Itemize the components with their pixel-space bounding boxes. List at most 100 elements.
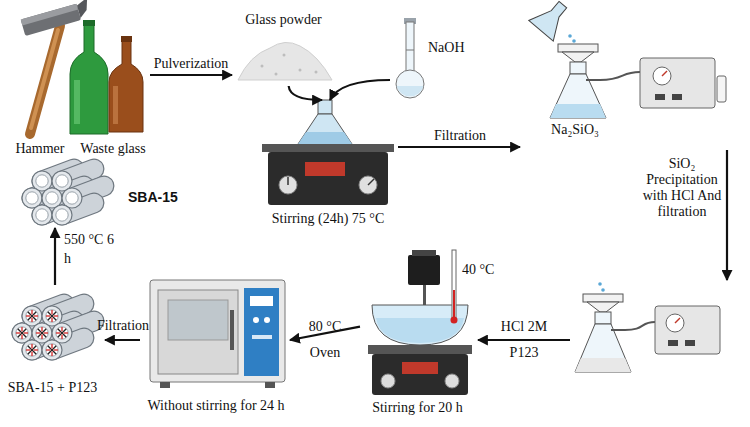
magnetic-stirrer <box>287 177 289 185</box>
process-step: Stirring (24h) 75 °C <box>258 100 398 233</box>
process-step: Na₂SiO₃ <box>520 5 735 150</box>
arrow-label: SiO₂ Precipitation with HCl And filtrati… <box>640 156 724 220</box>
overhead-stirrer <box>376 318 464 343</box>
overhead-stirrer <box>381 374 395 388</box>
hammer-illustration <box>31 30 58 128</box>
flow-arrow <box>726 150 728 280</box>
hammer-illustration <box>76 0 92 18</box>
vacuum-filtration <box>529 0 575 41</box>
overhead-stirrer <box>412 250 436 256</box>
vacuum-filtration <box>675 318 680 323</box>
vacuum-filtration <box>572 39 576 43</box>
volumetric-flask <box>406 22 414 74</box>
overhead-stirrer <box>368 250 472 395</box>
overhead-stirrer <box>453 290 455 318</box>
vacuum-filtration <box>611 322 655 330</box>
waste-bottles <box>109 40 143 132</box>
glass-powder-pile <box>238 42 332 80</box>
overhead-stirrer <box>372 354 468 395</box>
step-label: NaOH <box>428 40 472 56</box>
magnetic-stirrer <box>359 176 377 194</box>
process-step: Without stirring for 24 h <box>140 270 290 420</box>
arrow-label: Pulverization <box>146 56 236 72</box>
vacuum-filtration <box>595 312 611 324</box>
waste-bottles <box>113 86 118 124</box>
vacuum-filtration <box>668 340 678 346</box>
drying-oven <box>244 288 279 376</box>
flow-arrow <box>54 228 56 285</box>
sba15-tubes <box>52 205 72 225</box>
magnetic-stirrer <box>318 100 332 114</box>
waste-bottles <box>70 20 143 134</box>
process-step: SBA-15 + P123 <box>0 285 105 395</box>
vacuum-filtration <box>653 67 671 85</box>
sba15-p123-tubes <box>22 340 42 360</box>
overhead-stirrer <box>452 250 456 318</box>
volumetric-flask <box>396 18 424 98</box>
vacuum-filtration <box>529 0 575 41</box>
vacuum-filtration <box>666 314 684 332</box>
glass-powder-pile <box>275 73 278 76</box>
step-label: Without stirring for 24 h <box>132 398 300 414</box>
drying-oven <box>264 317 270 323</box>
sba15-p123-tubes <box>42 340 62 360</box>
volumetric-flask <box>397 86 424 96</box>
flow-arrow <box>105 339 140 341</box>
vacuum-filtration <box>583 294 623 302</box>
process-step: NaOH <box>390 15 470 100</box>
magnetic-stirrer <box>268 152 388 205</box>
hammer-illustration <box>20 0 93 36</box>
vacuum-filtration <box>570 62 586 74</box>
step-label: Hammer <box>8 141 72 157</box>
overhead-stirrer <box>368 345 472 354</box>
vacuum-filtration <box>575 358 631 372</box>
process-step: 40 °CStirring for 20 h <box>360 245 478 420</box>
vacuum-filtration <box>685 340 695 346</box>
sba15-p123-tubes <box>12 304 94 360</box>
drying-oven <box>265 382 275 388</box>
process-step: Glass powder <box>232 8 335 86</box>
magnetic-stirrer <box>368 179 374 185</box>
sba15-tubes <box>22 169 104 225</box>
drying-oven <box>252 335 272 339</box>
glass-powder-pile <box>238 42 332 80</box>
drying-oven <box>150 280 285 382</box>
magnetic-stirrer <box>279 176 297 194</box>
vacuum-filtration <box>575 282 720 372</box>
step-label: Na₂SiO₃ <box>540 122 610 138</box>
overhead-stirrer <box>408 255 440 285</box>
glass-powder-pile <box>283 54 286 57</box>
flow-arrow <box>150 74 232 76</box>
step-label: Glass powder <box>232 12 335 28</box>
overhead-stirrer <box>402 362 438 374</box>
process-step: HammerWaste glass <box>0 0 150 160</box>
waste-bottles <box>74 80 80 124</box>
magnetic-stirrer <box>298 114 352 144</box>
vacuum-filtration <box>568 34 572 38</box>
vacuum-filtration <box>662 71 667 76</box>
waste-bottles <box>70 24 108 134</box>
step-label: SBA-15 + P123 <box>0 380 110 396</box>
step-label: Waste glass <box>72 141 154 157</box>
arrow-label: Filtration <box>430 128 490 144</box>
drying-oven <box>168 300 228 340</box>
magnetic-stirrer <box>262 144 394 152</box>
vacuum-filtration <box>586 72 640 80</box>
drying-oven <box>158 290 238 374</box>
arrow-label: HCl 2M P123 <box>495 314 553 366</box>
magnetic-stirrer <box>305 162 345 176</box>
arrow-label: Filtration <box>95 318 151 334</box>
vacuum-filtration <box>558 44 598 52</box>
vacuum-filtration <box>601 288 605 292</box>
volumetric-flask <box>406 50 414 51</box>
overhead-stirrer <box>445 374 459 388</box>
vacuum-filtration <box>587 302 619 312</box>
magnetic-stirrer <box>298 132 352 144</box>
drying-oven <box>253 317 259 323</box>
vacuum-filtration <box>575 324 631 372</box>
step-label: 40 °C <box>462 262 502 278</box>
waste-bottles <box>83 20 95 26</box>
step-label: Stirring for 20 h <box>350 400 485 416</box>
